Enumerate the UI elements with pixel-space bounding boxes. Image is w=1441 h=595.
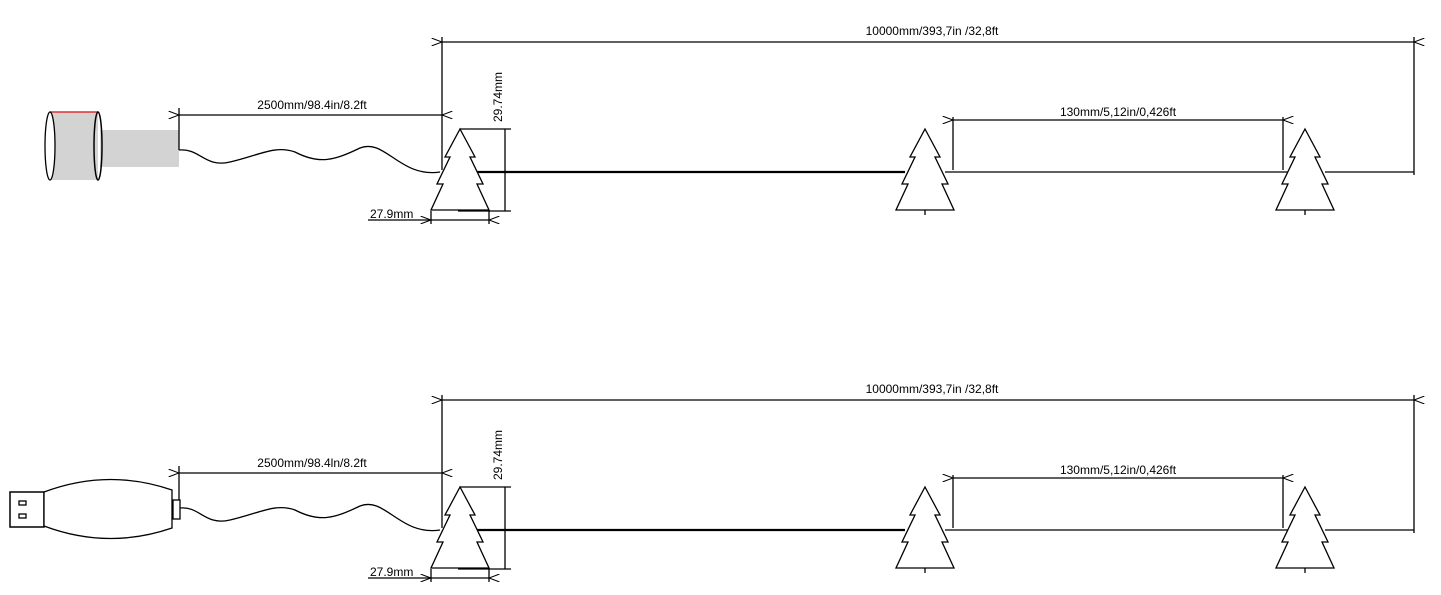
bottom-diagram: 10000mm/393,7in /32,8ft 2500mm/98.4ln/8.… [9,382,1414,582]
lead-length-label: 2500mm/98.4ln/8.2ft [257,456,367,470]
lead-length-label: 2500mm/98.4in/8.2ft [257,98,367,112]
tree-width-label: 27.9mm [370,565,413,579]
tree-height-label: 29.74mm [491,430,505,480]
lead-cable [178,145,441,174]
spacing-label: 130mm/5,12in/0,426ft [1060,463,1177,477]
usb-plug [9,478,181,540]
tree-light [1275,128,1335,211]
lead-cable [179,503,441,532]
spacing-label: 130mm/5,12in/0,426ft [1060,105,1177,119]
tree-light [895,128,955,211]
tree-light [430,128,490,211]
tree-light [430,486,490,569]
barrel-plug [44,111,179,181]
tree-light [1275,486,1335,569]
tree-light [895,486,955,569]
top-diagram: 10000mm/393,7in /32,8ft 2500mm/98.4in/8.… [44,24,1414,224]
total-length-label: 10000mm/393,7in /32,8ft [866,24,999,38]
tree-width-label: 27.9mm [370,207,413,221]
tree-height-label: 29.74mm [491,72,505,122]
total-length-label: 10000mm/393,7in /32,8ft [866,382,999,396]
